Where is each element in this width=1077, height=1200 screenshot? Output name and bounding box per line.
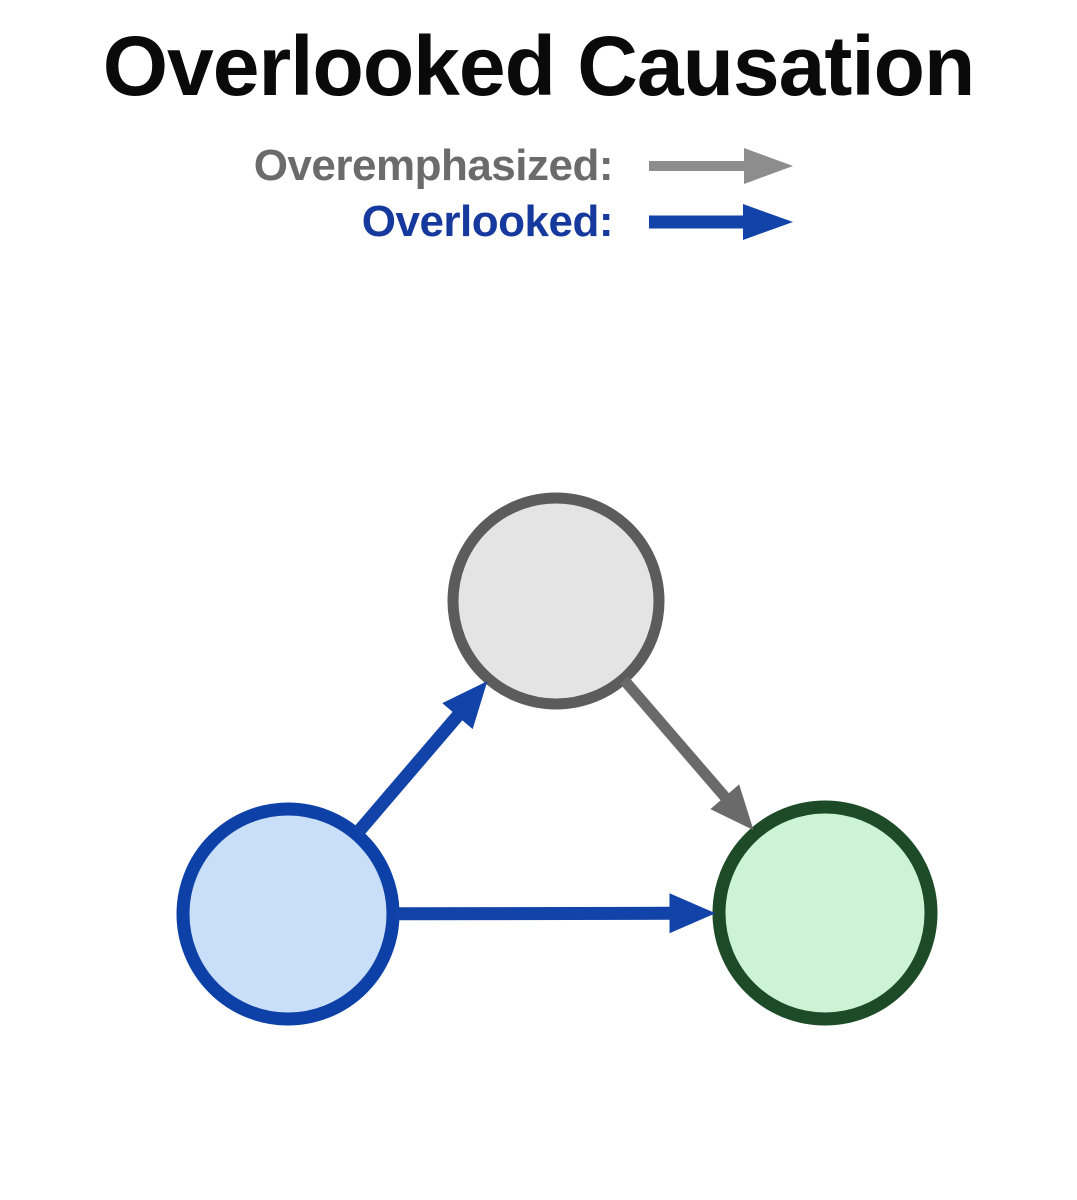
legend: Overemphasized: Overlooked: (0, 138, 800, 250)
green-node (712, 800, 938, 1026)
legend-label-overlooked: Overlooked: (361, 197, 614, 246)
legend-label-overemphasized: Overemphasized: (253, 141, 614, 190)
legend-row-overemphasized: Overemphasized: (0, 138, 800, 194)
overlooked-edge-cause-to-outcome (395, 893, 716, 934)
overemphasized-arrow-icon (649, 148, 793, 184)
page-title: Overlooked Causation (102, 19, 976, 113)
overlooked-arrow-icon (649, 204, 793, 240)
legend-row-overlooked: Overlooked: (0, 194, 800, 250)
overlooked-arrow-glyph (649, 204, 793, 240)
gray-node (447, 492, 665, 710)
overlooked-edge-cause-to-mediator (352, 681, 488, 837)
overemphasized-edge-mediator-to-outcome (620, 676, 754, 831)
blue-node (176, 802, 400, 1026)
overemphasized-arrow-glyph (649, 148, 793, 184)
